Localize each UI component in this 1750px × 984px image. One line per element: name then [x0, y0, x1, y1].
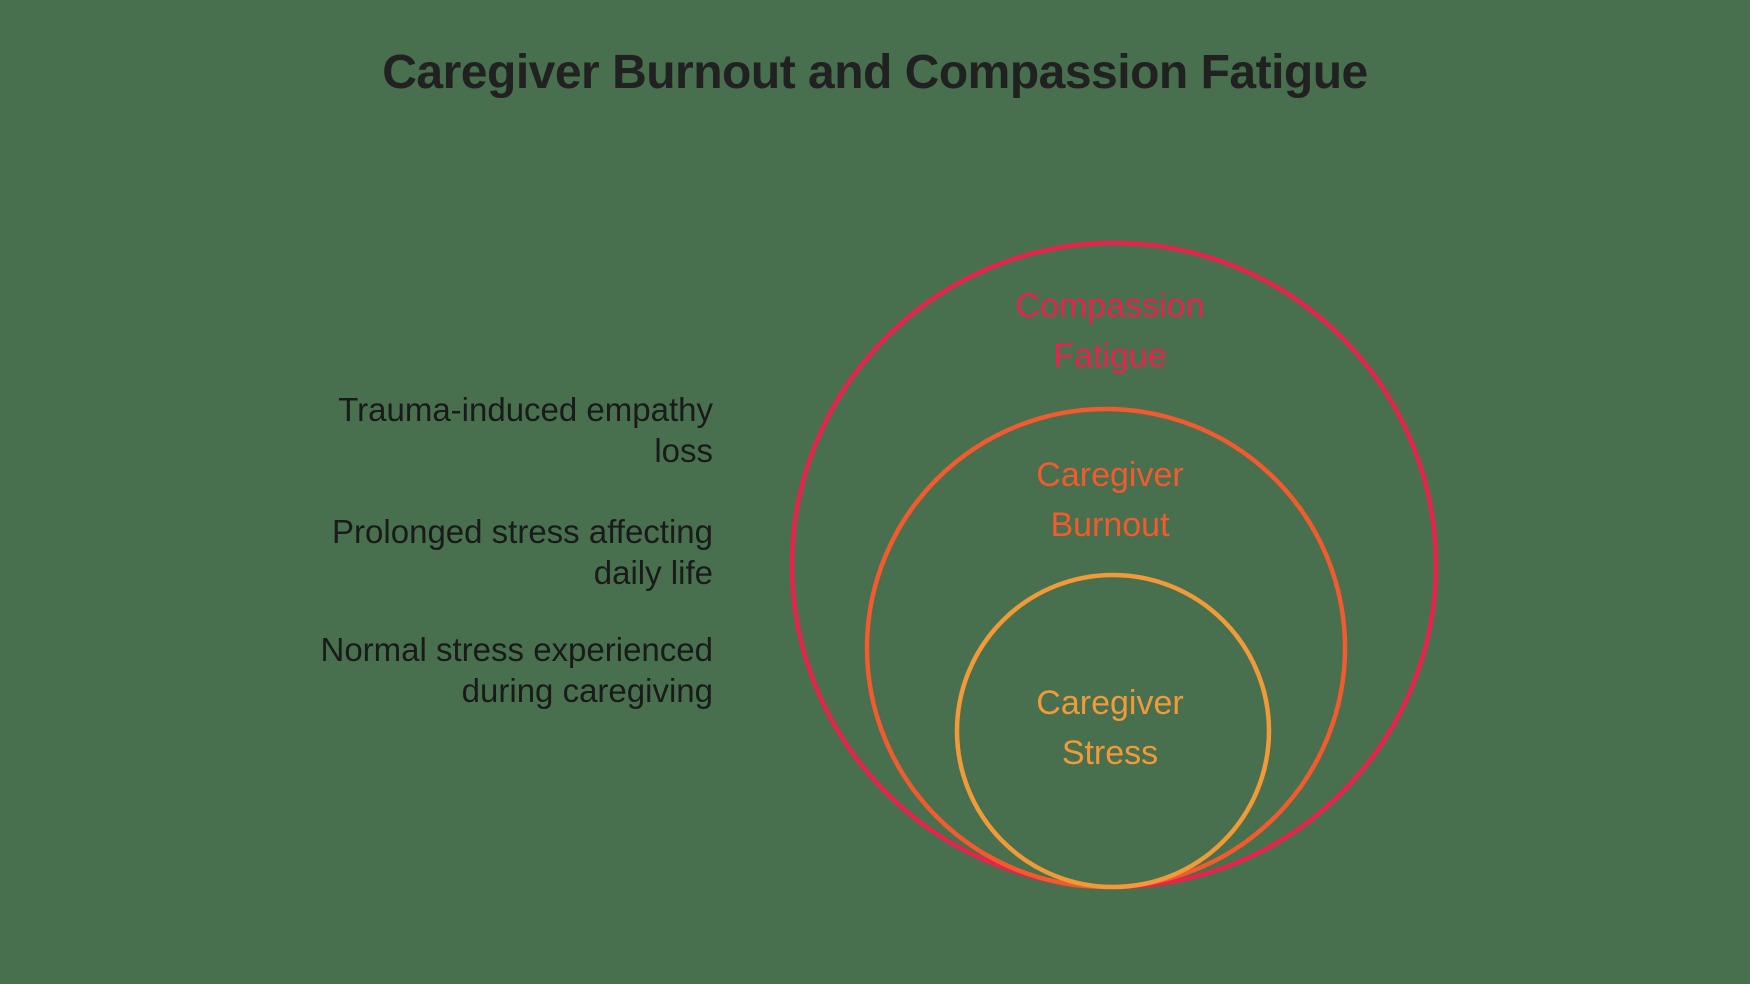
page-title: Caregiver Burnout and Compassion Fatigue: [382, 46, 1368, 99]
label-caregiver-burnout: Caregiver Burnout: [1036, 456, 1184, 544]
circle-caregiver-stress: [954, 572, 1272, 890]
annotation-normal-stress-caregiving: Normal stress experienced during caregiv…: [320, 631, 714, 709]
label-caregiver-stress: Caregiver Stress: [1036, 684, 1184, 772]
annotation-trauma-induced-empathy-loss: Trauma-induced empathy loss: [338, 391, 713, 469]
annotation-prolonged-stress-daily-life: Prolonged stress affecting daily life: [332, 513, 713, 591]
label-compassion-fatigue: Compassion Fatigue: [1015, 287, 1205, 375]
